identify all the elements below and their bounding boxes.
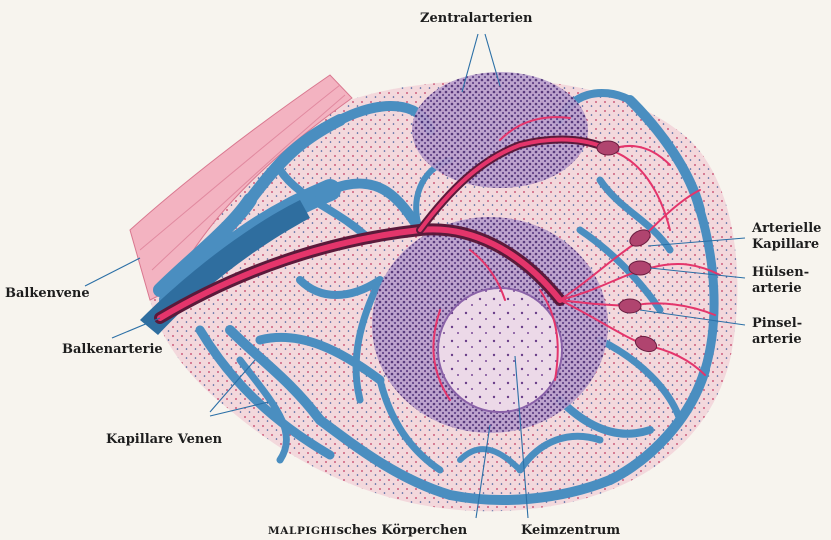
label-huelsen: Hülsen- <box>752 265 809 280</box>
label-arterielle: Arterielle <box>751 221 821 236</box>
upper-follicle <box>412 72 588 188</box>
label-kapillare: Kapillare <box>752 237 819 252</box>
germinal-center <box>438 288 562 412</box>
label-pinsel: Pinsel- <box>752 316 802 331</box>
label-kapillare-venen: Kapillare Venen <box>106 432 223 447</box>
label-malpighi: MALPIGHIsches Körperchen <box>268 523 468 538</box>
label-pinsel-arterie: arterie <box>752 332 802 347</box>
label-malpighi-smallcaps: MALPIGHI <box>268 525 337 537</box>
label-keimzentrum: Keimzentrum <box>521 523 620 538</box>
label-malpighi-rest: sches Körperchen <box>337 523 468 538</box>
label-balkenvene: Balkenvene <box>5 286 90 301</box>
label-zentralarterien: Zentralarterien <box>420 11 533 26</box>
label-balkenarterie: Balkenarterie <box>62 342 163 357</box>
label-huelsen-arterie: arterie <box>752 281 802 296</box>
